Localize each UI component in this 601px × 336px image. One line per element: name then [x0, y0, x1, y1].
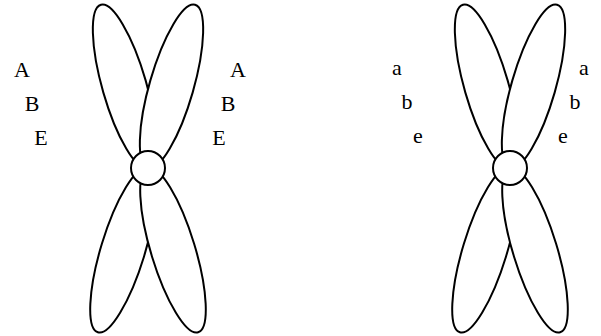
chromatid-arm — [489, 161, 581, 336]
gene-label: E — [34, 127, 47, 149]
chromatid-arm — [489, 0, 578, 174]
gene-label: a — [579, 57, 589, 79]
centromere — [493, 151, 527, 185]
gene-label: a — [392, 57, 402, 79]
gene-label: A — [230, 59, 246, 81]
gene-label: A — [14, 59, 30, 81]
chromatid-arm — [127, 161, 219, 336]
chromatid-arm — [127, 0, 216, 174]
gene-label: e — [413, 125, 423, 147]
gene-label: B — [221, 93, 236, 115]
gene-label: B — [25, 93, 40, 115]
gene-label: E — [212, 127, 225, 149]
gene-label: e — [558, 125, 568, 147]
gene-label: b — [402, 91, 413, 113]
gene-label: b — [570, 91, 581, 113]
centromere — [131, 151, 165, 185]
